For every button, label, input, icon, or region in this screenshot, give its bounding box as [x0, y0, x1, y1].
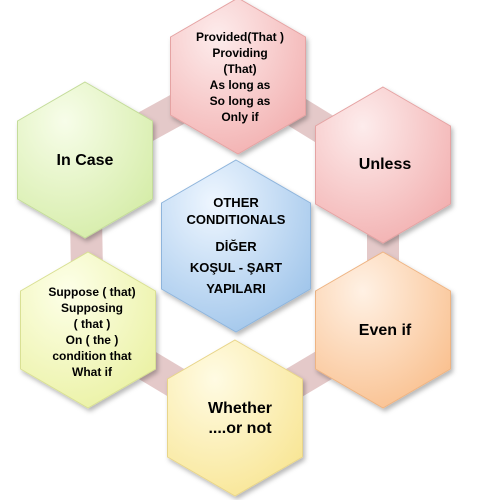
node-provided-line-1: Provided(That ) — [195, 30, 284, 44]
center-line-4: KOŞUL - ŞART — [189, 259, 283, 275]
node-unless-line-1: Unless — [358, 156, 412, 173]
node-provided-text: Provided(That ) Providing (That) As long… — [170, 24, 310, 130]
hexagon-center — [161, 159, 311, 333]
node-suppose-line-3: ( that ) — [73, 317, 111, 331]
node-in-case-line-1: In Case — [56, 152, 114, 169]
node-whether-text: Whether ....or not — [170, 396, 310, 442]
node-in-case-text: In Case — [20, 146, 150, 176]
node-suppose-line-1: Suppose ( that) — [48, 285, 136, 299]
node-unless-text: Unless — [320, 150, 450, 180]
center-line-2: CONDITIONALS — [186, 211, 286, 227]
hexagons — [17, 0, 451, 497]
center-line-1: OTHER — [213, 194, 259, 210]
node-even-if-text: Even if — [320, 316, 450, 346]
hexagon-in-case — [17, 81, 153, 239]
node-provided-line-5: So long as — [209, 94, 271, 108]
node-suppose-line-2: Supposing — [61, 301, 123, 315]
hexagon-suppose — [20, 251, 156, 409]
hexagon-unless — [315, 86, 451, 244]
hexagon-provided — [170, 0, 306, 155]
node-suppose-line-6: What if — [72, 365, 112, 379]
center-line-5: YAPILARI — [206, 280, 266, 296]
node-provided-line-6: Only if — [221, 110, 259, 124]
center-line-3: DİĞER — [215, 238, 257, 254]
hexagon-whether — [167, 339, 303, 497]
node-suppose-line-4: On ( the ) — [65, 333, 119, 347]
hexagon-even-if — [315, 251, 451, 409]
node-whether-line-1: Whether — [208, 400, 272, 417]
node-suppose-line-5: condition that — [52, 349, 132, 363]
node-provided-line-4: As long as — [209, 78, 271, 92]
node-provided-line-2: Providing — [212, 46, 268, 60]
node-whether-line-2: ....or not — [208, 420, 272, 437]
node-provided-line-3: (That) — [223, 62, 257, 76]
node-even-if-line-1: Even if — [358, 322, 412, 339]
center-text: OTHER CONDITIONALS DİĞER KOŞUL - ŞART YA… — [160, 182, 312, 308]
node-suppose-text: Suppose ( that) Supposing ( that ) On ( … — [22, 282, 162, 382]
